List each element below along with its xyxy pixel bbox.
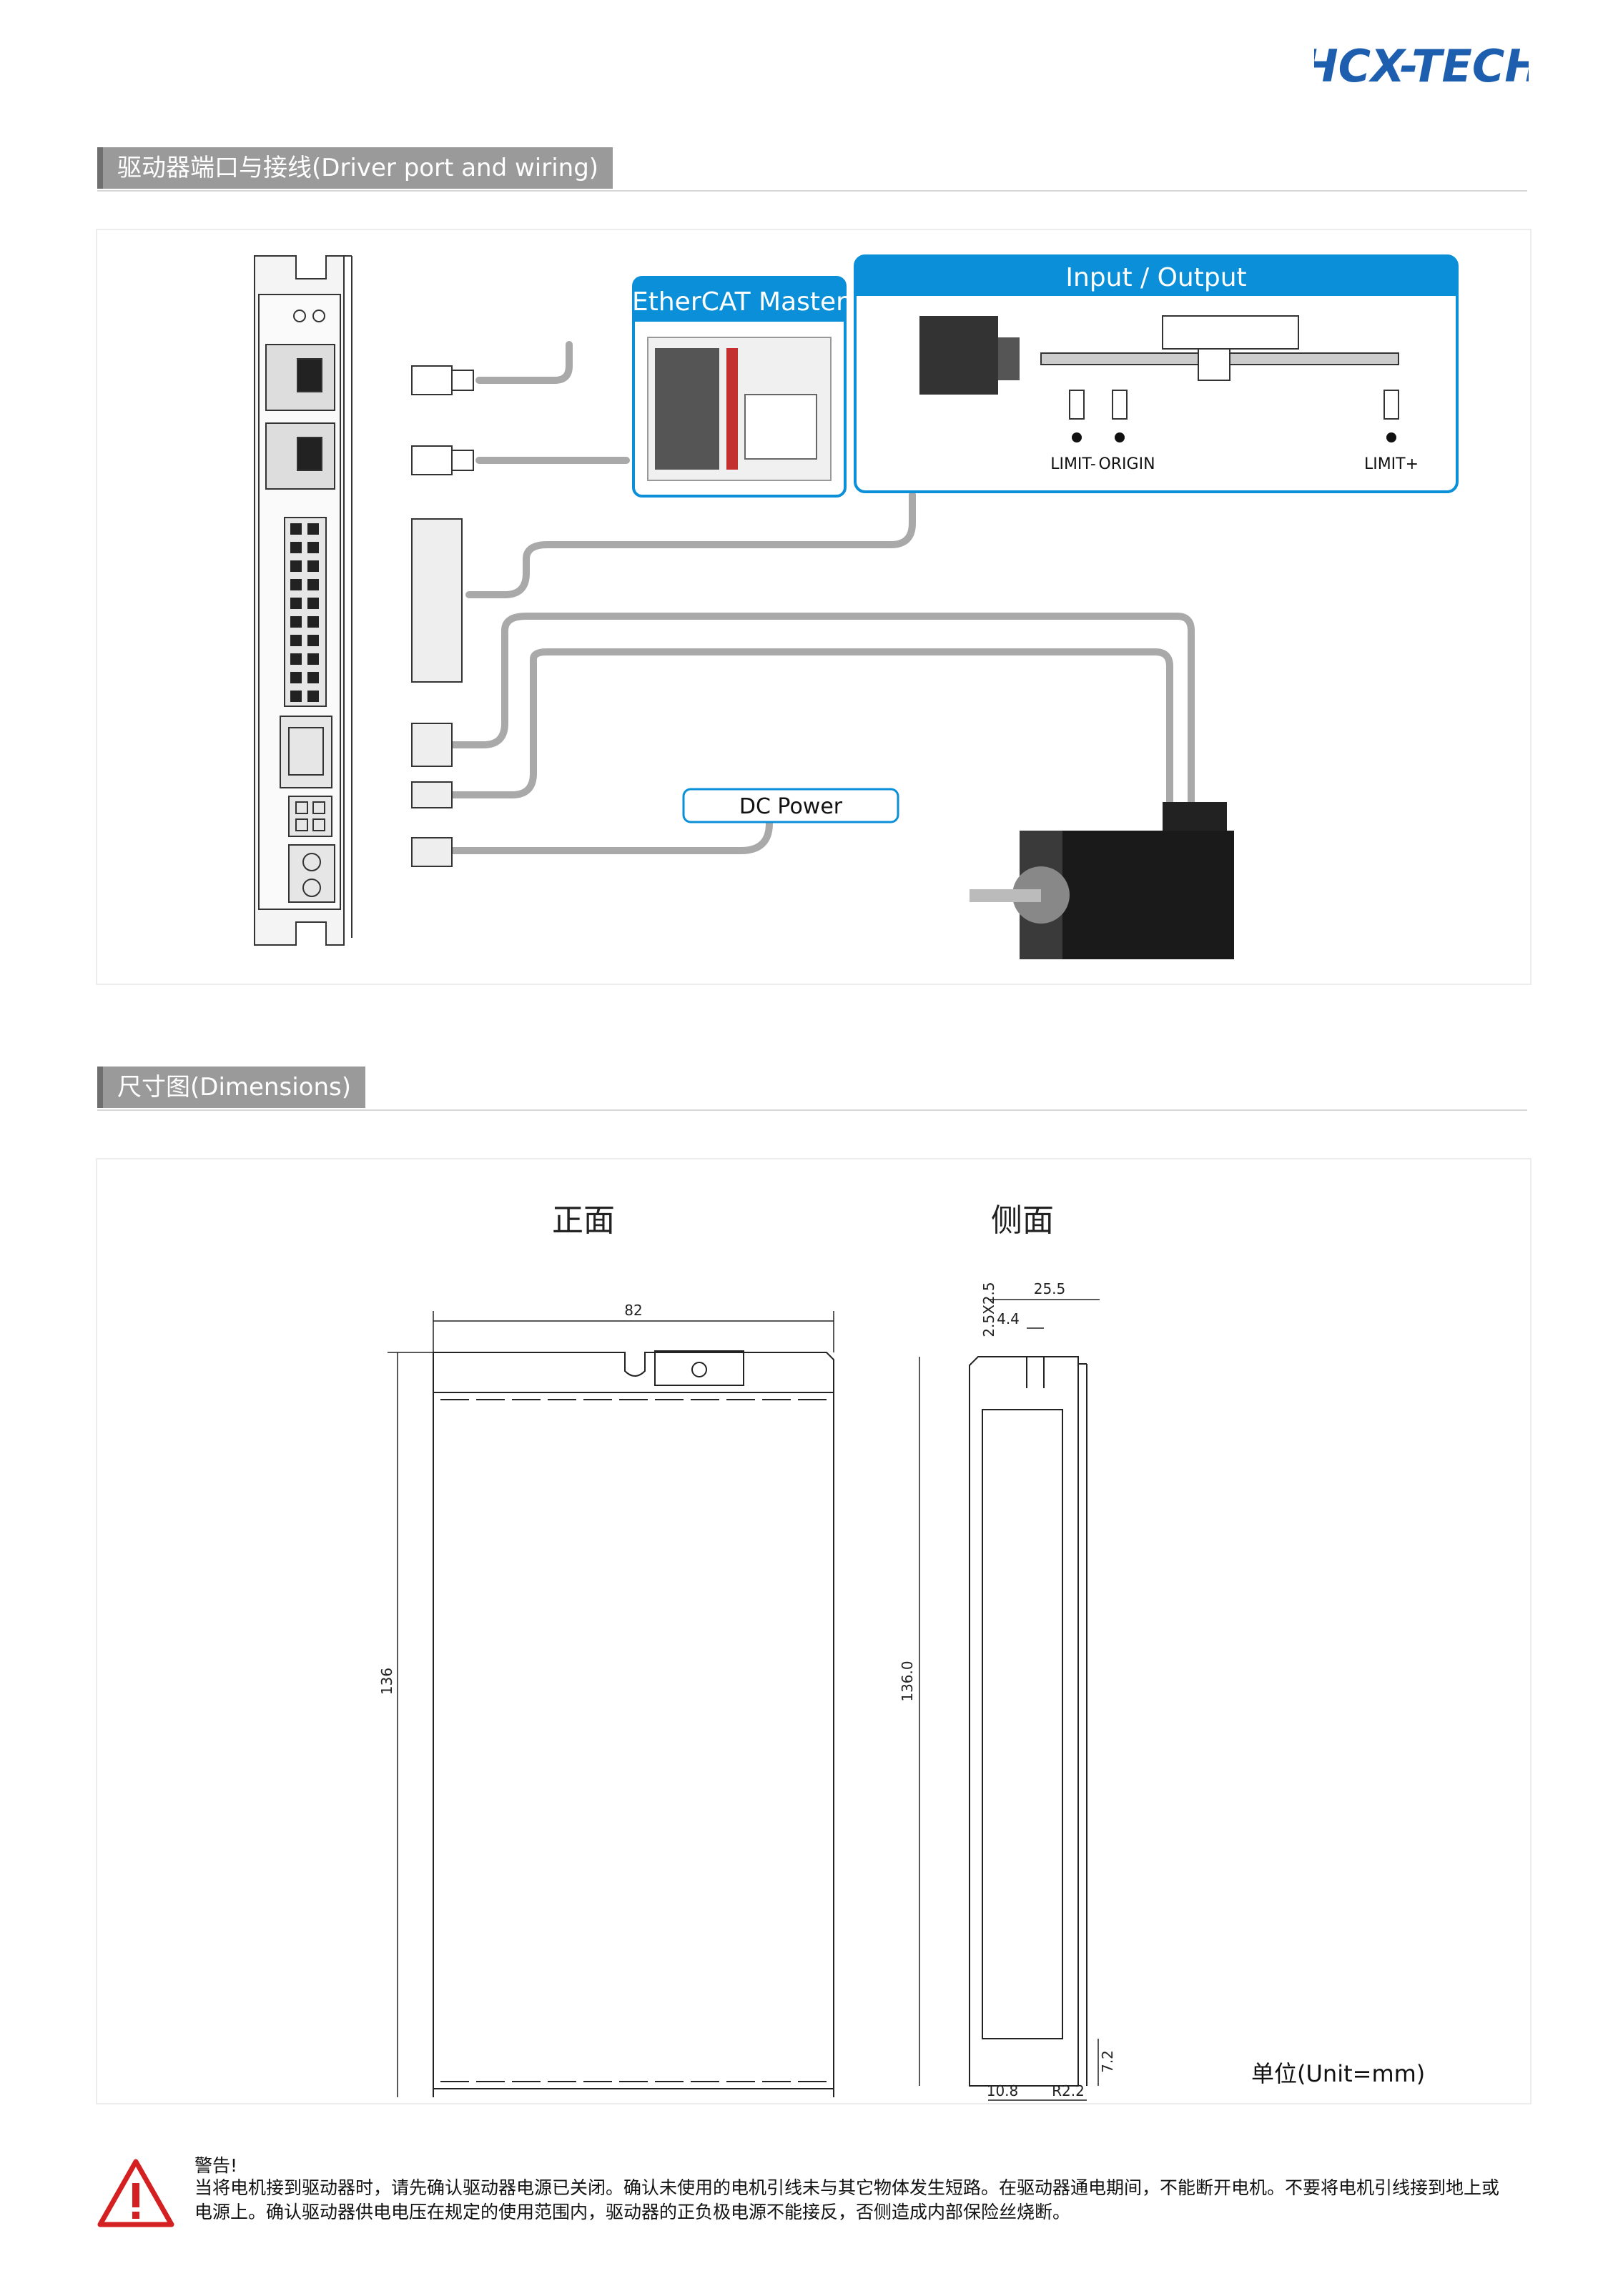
unit-label: 单位(Unit=mm) bbox=[1251, 2060, 1426, 2087]
logo-text: HCX-TECH bbox=[1314, 40, 1529, 92]
front-view bbox=[388, 1311, 834, 2097]
front-width-dim: 82 bbox=[624, 1302, 642, 1319]
wiring-panel: EtherCAT Master Input / Output LIMIT- OR… bbox=[96, 229, 1531, 985]
side-offset-dim: 7.2 bbox=[1099, 2050, 1116, 2073]
warning-body: 当将电机接到驱动器时，请先确认驱动器电源已关闭。确认未使用的电机引线未与其它物体… bbox=[194, 2177, 1500, 2222]
warning-title: 警告! bbox=[194, 2155, 238, 2176]
side-bottom-dim: 10.8 bbox=[987, 2082, 1019, 2099]
io-label: Input / Output bbox=[1065, 263, 1246, 292]
dimensions-panel: 正面 侧面 82 136 2.5X2.5 25.5 4.4 136.0 10. bbox=[96, 1158, 1531, 2104]
io-box: Input / Output LIMIT- ORIGIN LIMIT+ bbox=[854, 254, 1459, 493]
side-width-dim: 25.5 bbox=[1034, 1280, 1066, 1297]
side-radius-dim: R2.2 bbox=[1052, 2082, 1085, 2099]
dc-power-label: DC Power bbox=[739, 794, 843, 819]
cables bbox=[444, 341, 1195, 854]
ethercat-master: EtherCAT Master bbox=[632, 276, 847, 498]
section-title: 驱动器端口与接线(Driver port and wiring) bbox=[97, 147, 613, 189]
side-height-dim: 136.0 bbox=[899, 1661, 916, 1701]
dimension-drawing: 正面 侧面 82 136 2.5X2.5 25.5 4.4 136.0 10. bbox=[378, 1202, 1116, 2101]
side-view bbox=[919, 1299, 1100, 2101]
front-height-dim: 136 bbox=[378, 1668, 395, 1695]
section-header-wiring: 驱动器端口与接线(Driver port and wiring) bbox=[97, 147, 1527, 192]
dc-power-box: DC Power bbox=[682, 788, 899, 823]
driver-unit bbox=[254, 255, 352, 946]
section-title: 尺寸图(Dimensions) bbox=[97, 1067, 365, 1108]
front-view-title: 正面 bbox=[552, 1202, 615, 1239]
side-view-title: 侧面 bbox=[991, 1202, 1054, 1239]
limit-minus-label: LIMIT- bbox=[1050, 455, 1096, 473]
ethercat-label: EtherCAT Master bbox=[632, 287, 847, 317]
section-header-dimensions: 尺寸图(Dimensions) bbox=[97, 1067, 1527, 1111]
side-slot-dim: 4.4 bbox=[997, 1310, 1020, 1327]
warning-icon bbox=[97, 2159, 174, 2227]
company-logo: HCX-TECH bbox=[1314, 40, 1529, 92]
stepper-motor-image bbox=[970, 802, 1234, 959]
limit-plus-label: LIMIT+ bbox=[1364, 455, 1419, 473]
origin-label: ORIGIN bbox=[1098, 455, 1155, 473]
side-chamfer-dim: 2.5X2.5 bbox=[980, 1282, 997, 1337]
cable-plugs bbox=[411, 365, 474, 867]
wiring-diagram: EtherCAT Master Input / Output LIMIT- OR… bbox=[254, 254, 1459, 959]
